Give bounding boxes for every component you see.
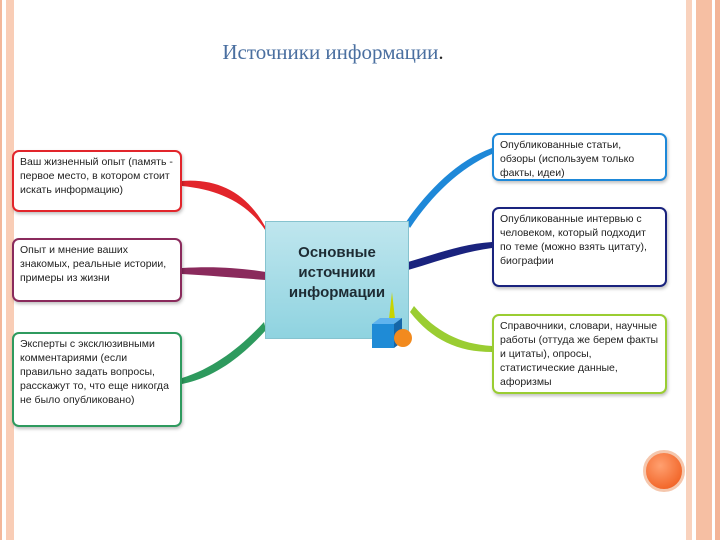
source-text: Справочники, словари, научные работы (от… <box>500 320 659 388</box>
slide-title-period: . <box>438 40 444 64</box>
source-box-life-experience: Ваш жизненный опыт (память - первое мест… <box>12 150 182 212</box>
source-box-experts: Эксперты с эксклюзивными комментариями (… <box>12 332 182 427</box>
source-box-articles: Опубликованные статьи, обзоры (используе… <box>492 133 667 181</box>
slide-title: Источники информации. <box>0 40 666 65</box>
connector-navy <box>408 242 492 270</box>
slide-frame-left <box>0 0 14 540</box>
slide-frame-right <box>686 0 720 540</box>
source-text: Эксперты с эксклюзивными комментариями (… <box>20 338 169 406</box>
connector-purple <box>182 267 266 280</box>
slide-title-text: Источники информации <box>222 40 439 64</box>
connector-green <box>182 322 266 384</box>
central-node-label: Основные источники информации <box>288 244 386 301</box>
connector-lime <box>410 306 492 352</box>
connector-red <box>182 180 270 238</box>
source-text: Опубликованные статьи, обзоры (используе… <box>500 139 635 179</box>
source-text: Опубликованные интервью с человеком, кот… <box>500 213 647 267</box>
decorative-circle-icon <box>643 450 685 492</box>
decorative-shapes-icon <box>372 292 412 348</box>
source-box-reference-books: Справочники, словари, научные работы (от… <box>492 314 667 394</box>
source-box-acquaintances: Опыт и мнение ваших знакомых, реальные и… <box>12 238 182 302</box>
source-text: Опыт и мнение ваших знакомых, реальные и… <box>20 244 167 284</box>
source-box-interviews: Опубликованные интервью с человеком, кот… <box>492 207 667 287</box>
connector-blue <box>406 148 492 228</box>
source-text: Ваш жизненный опыт (память - первое мест… <box>20 156 173 196</box>
